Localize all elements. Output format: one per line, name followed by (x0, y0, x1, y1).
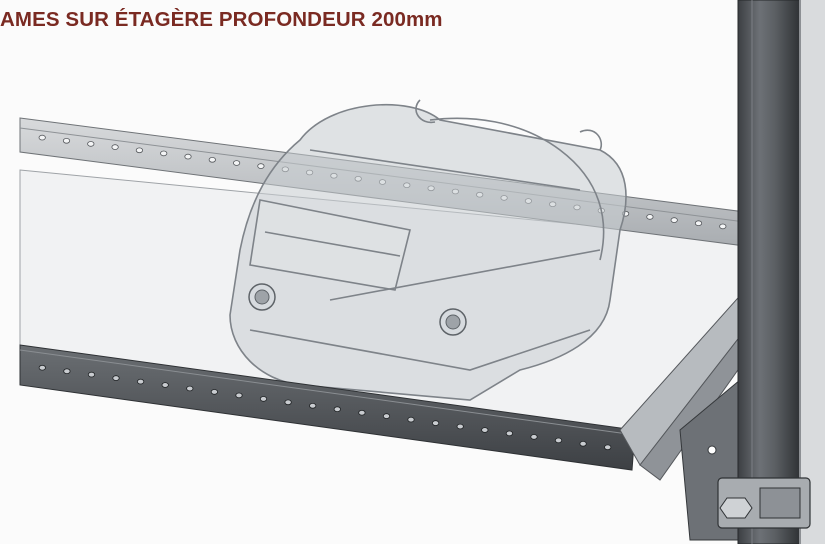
rail-hole (259, 396, 268, 402)
rail-hole (456, 423, 464, 430)
rail-hole (579, 440, 587, 447)
rail-hole (112, 375, 120, 381)
front-rail (19, 344, 636, 471)
rail-hole (208, 157, 216, 163)
rail-hole (111, 144, 119, 150)
rail-hole (161, 382, 169, 388)
rail-hole (257, 163, 265, 169)
fixing-screw-right (439, 308, 467, 336)
rail-hole (646, 214, 654, 220)
rail-hole (233, 160, 241, 166)
rail-hole (431, 420, 440, 426)
rail-hole (87, 371, 96, 378)
rail-hole (62, 138, 71, 144)
rail-hole (160, 150, 168, 157)
rail-hole (358, 409, 366, 416)
post-clamp (717, 477, 811, 529)
rail-hole (719, 223, 727, 230)
rail-holes (38, 364, 612, 451)
rail-hole (604, 444, 612, 451)
rail-hole (38, 364, 46, 371)
printer-outline (229, 99, 627, 411)
rail-hole (505, 430, 513, 437)
rail-hole (135, 147, 143, 154)
rail-hole (38, 134, 46, 141)
rail-hole (670, 217, 678, 223)
rail-hole (210, 389, 218, 395)
rail-hole (87, 141, 95, 147)
rail-hole (481, 427, 489, 433)
rail-hole (284, 399, 292, 406)
rail-hole (694, 220, 703, 227)
rail-hole (407, 416, 415, 423)
rail-hole (309, 402, 317, 409)
rail-hole (235, 392, 243, 399)
rail-hole (554, 437, 563, 444)
rail-hole (184, 153, 192, 160)
rail-hole (530, 434, 538, 440)
rail-hole (63, 368, 71, 375)
fixing-screw-left (248, 283, 276, 311)
rail-hole (186, 385, 194, 392)
page-title: AMES SUR ÉTAGÈRE PROFONDEUR 200mm (0, 8, 443, 31)
upright-post (737, 0, 825, 544)
rail-hole (382, 413, 391, 419)
rail-hole (333, 406, 341, 413)
rail-hole (137, 378, 145, 385)
